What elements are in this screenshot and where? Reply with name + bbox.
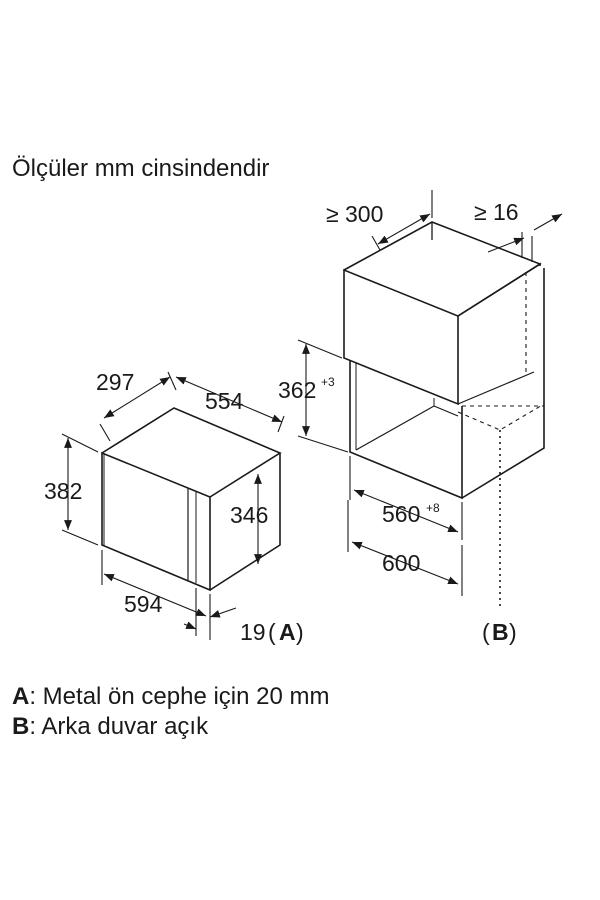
cabinet-width-dimension-line	[351, 541, 459, 585]
cabinet-drawing	[343, 221, 545, 608]
width-dimension-line	[175, 376, 283, 423]
appliance-front-width-label: 594	[124, 591, 163, 617]
opening-height-tolerance: +3	[321, 375, 335, 389]
appliance-ref-label: A	[279, 619, 296, 645]
top-clearance-label: ≥ 300	[326, 201, 383, 227]
svg-text:(: (	[482, 619, 490, 645]
note-a-key: A	[12, 683, 29, 710]
svg-text:(: (	[268, 619, 276, 645]
niche-frame	[349, 360, 463, 500]
appliance-drawing	[101, 407, 282, 592]
opening-width-label: 560	[382, 501, 420, 527]
appliance-dimensions	[61, 371, 285, 640]
cabinet-width-label: 600	[382, 550, 420, 576]
appliance-depth-label: 297	[96, 369, 134, 395]
svg-text:): )	[296, 619, 304, 645]
note-b-text: : Arka duvar açık	[29, 713, 209, 740]
opening-width-tolerance: +8	[426, 501, 440, 515]
upper-cabinet-top	[343, 221, 542, 317]
cabinet-side	[461, 268, 545, 499]
opening-width-dimension-line	[353, 489, 459, 533]
legend-notes: A: Metal ön cephe için 20 mm B: Arka duv…	[12, 683, 329, 740]
cabinet-ref-label: B	[492, 619, 509, 645]
appliance-front-thickness-label: 19	[240, 619, 266, 645]
appliance-front	[101, 451, 211, 592]
note-a: A: Metal ön cephe için 20 mm	[12, 683, 329, 710]
units-title: Ölçüler mm cinsindendir	[12, 155, 269, 182]
rear-gap-label: ≥ 16	[474, 199, 519, 225]
note-a-text: : Metal ön cephe için 20 mm	[29, 683, 329, 710]
note-b-key: B	[12, 713, 29, 740]
top-clearance-dimension-line	[377, 213, 431, 245]
appliance-top	[101, 407, 282, 498]
svg-text:): )	[509, 619, 517, 645]
cabinet-dimensions	[297, 190, 563, 596]
appliance-front-height-label: 346	[230, 502, 268, 528]
appliance-width-label: 554	[205, 388, 244, 414]
appliance-height-label: 382	[44, 478, 82, 504]
depth-dimension-line	[103, 376, 171, 419]
note-b: B: Arka duvar açık	[12, 713, 209, 740]
appliance-side	[209, 453, 281, 591]
opening-height-label: 362	[278, 377, 316, 403]
upper-cabinet-front	[343, 268, 459, 406]
front-width-dimension-line	[103, 573, 207, 617]
